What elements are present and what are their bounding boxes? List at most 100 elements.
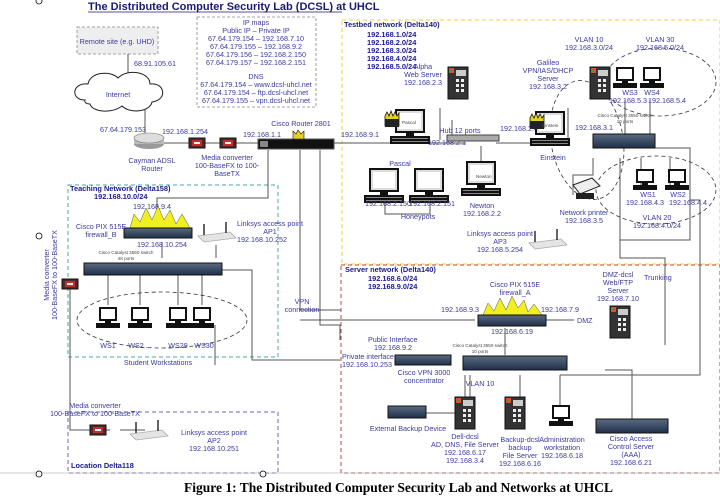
svg-text:Private interface: Private interface xyxy=(342,352,394,361)
svg-text:WS30: WS30 xyxy=(194,341,214,350)
svg-text:firewall_A: firewall_A xyxy=(499,288,530,297)
svg-text:Media converter: Media converter xyxy=(42,249,51,301)
teaching-zone xyxy=(67,184,279,358)
svg-text:Router: Router xyxy=(141,164,163,173)
vpn-connection-label: VPN xyxy=(295,297,310,306)
svg-text:192.168.6.0/24: 192.168.6.0/24 xyxy=(368,274,418,283)
svg-text:192.168.10.0/24: 192.168.10.0/24 xyxy=(94,192,148,201)
svg-text:192.168.10.252: 192.168.10.252 xyxy=(237,235,287,244)
printer-icon xyxy=(572,177,601,199)
svg-text:File Server: File Server xyxy=(503,451,538,460)
svg-text:IP maps: IP maps xyxy=(243,18,270,27)
svg-text:Media converter: Media converter xyxy=(201,153,253,162)
svg-text:Cisco PIX 515E: Cisco PIX 515E xyxy=(490,280,541,289)
svg-text:Dell-dcsl: Dell-dcsl xyxy=(451,432,479,441)
newton-pc-icon xyxy=(460,161,502,197)
einstein-label: Einstein xyxy=(540,153,566,162)
svg-text:192.168.2.0/24: 192.168.2.0/24 xyxy=(367,38,417,47)
ws1-vlan20-icon xyxy=(632,169,658,191)
svg-text:Linksys access point: Linksys access point xyxy=(237,219,303,228)
svg-text:Cisco Access: Cisco Access xyxy=(610,434,653,443)
svg-text:192.168.4.0/24: 192.168.4.0/24 xyxy=(633,221,681,230)
svg-text:WS2 . .: WS2 . . xyxy=(128,341,152,350)
firewall-a-icon xyxy=(477,295,547,327)
svg-text:10 ports: 10 ports xyxy=(617,119,634,124)
svg-text:192.168.6.18: 192.168.6.18 xyxy=(541,451,583,460)
svg-text:DMZ-dcsl: DMZ-dcsl xyxy=(603,270,634,279)
honeypot-pc-icon xyxy=(408,168,450,204)
wires xyxy=(69,54,701,431)
svg-text:Media converter: Media converter xyxy=(69,401,121,410)
ap2-icon xyxy=(129,419,169,441)
dmz-label: DMZ xyxy=(577,316,593,325)
svg-text:192.168.7.9: 192.168.7.9 xyxy=(541,305,579,314)
svg-text:Alpha: Alpha xyxy=(414,62,432,71)
svg-text:192.168.1.0/24: 192.168.1.0/24 xyxy=(367,30,417,39)
svg-text:workstation: workstation xyxy=(543,443,580,452)
trunking-label: Trunking xyxy=(644,273,672,282)
teaching-heading: Teaching Network (Delta158) xyxy=(70,184,171,193)
delta118-heading: Location Delta118 xyxy=(71,461,134,470)
figure-caption: Figure 1: The Distributed Computer Secur… xyxy=(184,480,613,495)
svg-text:Cisco VPN 3000: Cisco VPN 3000 xyxy=(398,368,451,377)
hub-label: Hub 12 ports xyxy=(439,126,481,135)
svg-text:192.168.10.254: 192.168.10.254 xyxy=(137,240,187,249)
router-label: Cisco Router 2801 xyxy=(271,119,331,128)
svg-text:Control Server: Control Server xyxy=(608,442,655,451)
svg-text:WS1: WS1 xyxy=(100,341,116,350)
svg-text:VLAN 10: VLAN 10 xyxy=(466,379,495,388)
svg-text:(AAA): (AAA) xyxy=(621,450,640,459)
svg-text:192.168.5.3: 192.168.5.3 xyxy=(609,96,647,105)
svg-text:192.168.6.16: 192.168.6.16 xyxy=(499,459,541,468)
media-converter-icon xyxy=(89,424,107,436)
svg-text:192.168.6.17: 192.168.6.17 xyxy=(444,448,486,457)
svg-text:192.168.10.253: 192.168.10.253 xyxy=(342,360,392,369)
svg-text:100-BaseFX to 100-BaseTX: 100-BaseFX to 100-BaseTX xyxy=(50,230,59,320)
svg-text:Network printer: Network printer xyxy=(560,208,609,217)
teaching-switch-icon xyxy=(83,262,223,276)
ws3-icon xyxy=(612,67,638,89)
svg-text:192.168.9.3: 192.168.9.3 xyxy=(441,305,479,314)
diagram-title: The Distributed Computer Security Lab (D… xyxy=(88,1,380,13)
alpha-server-icon xyxy=(447,66,469,100)
svg-text:WS1: WS1 xyxy=(640,190,656,199)
svg-text:67.64.179.154 – ftp.dcsl-uhcl.: 67.64.179.154 – ftp.dcsl-uhcl.net xyxy=(204,88,308,97)
svg-text:67.64.179.154 – 192.168.7.10: 67.64.179.154 – 192.168.7.10 xyxy=(208,34,304,43)
svg-text:Cisco Catalyst 3550 switch: Cisco Catalyst 3550 switch xyxy=(598,113,653,118)
internet-cloud-icon xyxy=(74,71,164,112)
svg-text:Web Server: Web Server xyxy=(404,70,442,79)
ap3-icon xyxy=(528,228,568,250)
svg-text:192.168.9.0/24: 192.168.9.0/24 xyxy=(368,282,418,291)
svg-text:10 ports: 10 ports xyxy=(472,349,489,354)
svg-text:. WS29: . WS29 xyxy=(164,341,188,350)
cayman-label: Cayman ADSL xyxy=(128,156,175,165)
ip-maps-box xyxy=(196,16,317,108)
media-converter-icon xyxy=(219,137,237,149)
student-ws-icon xyxy=(189,307,215,329)
remote-ip: 68.91.105.61 xyxy=(134,59,176,68)
svg-text:192.168.5.4: 192.168.5.4 xyxy=(648,96,686,105)
svg-text:BaseTX: BaseTX xyxy=(214,169,240,178)
svg-text:AP3: AP3 xyxy=(493,237,507,246)
svg-text:192.168.4.0/24: 192.168.4.0/24 xyxy=(367,54,417,63)
svg-text:192.168.3.0/24: 192.168.3.0/24 xyxy=(367,46,417,55)
server-switch-icon xyxy=(462,355,568,371)
honeypots-label: Honeypots xyxy=(401,212,436,221)
dmz-server-icon xyxy=(609,305,631,339)
svg-text:VLAN 30: VLAN 30 xyxy=(646,35,675,44)
svg-text:WS2: WS2 xyxy=(670,190,686,199)
svg-text:Administration: Administration xyxy=(539,435,585,444)
svg-text:VLAN 20: VLAN 20 xyxy=(643,213,672,222)
ip-maps: IP maps Public IP – Private IP 67.64.179… xyxy=(200,18,311,105)
svg-text:DNS: DNS xyxy=(248,72,263,81)
svg-text:100-BaseFX to 100-: 100-BaseFX to 100- xyxy=(195,161,260,170)
svg-text:67.64.179.154 – www.dcsl-uhcl.: 67.64.179.154 – www.dcsl-uhcl.net xyxy=(200,80,311,89)
svg-text:48 ports: 48 ports xyxy=(118,256,135,261)
svg-text:External Backup Device: External Backup Device xyxy=(370,424,446,433)
galileo-server-icon xyxy=(589,66,611,100)
server-zone xyxy=(340,264,720,474)
internet-label: Internet xyxy=(106,90,130,99)
student-ws-icon xyxy=(127,307,153,329)
svg-text:AP2: AP2 xyxy=(207,436,221,445)
